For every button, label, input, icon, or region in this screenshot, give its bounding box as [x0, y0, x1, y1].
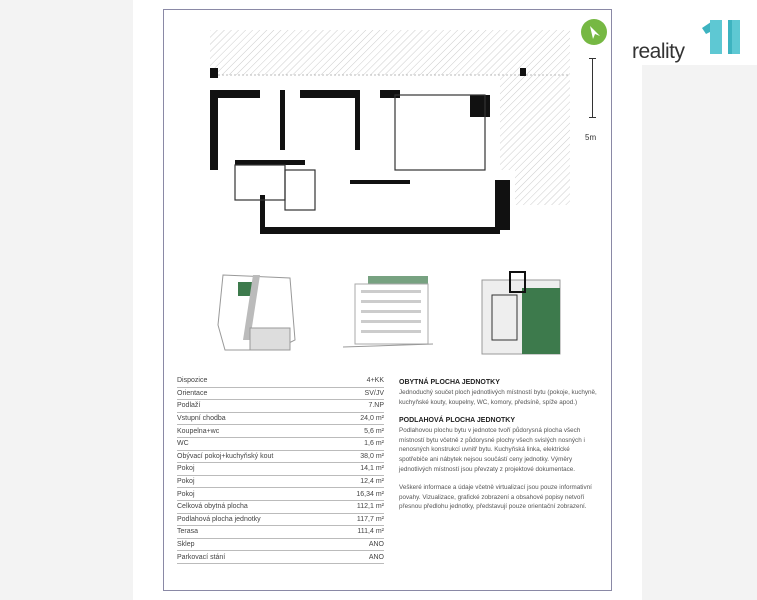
row-label: Pokoj [177, 487, 338, 501]
document-frame [163, 9, 612, 591]
row-label: Parkovací stání [177, 550, 338, 564]
row-value: ANO [337, 550, 384, 564]
row-value: 16,34 m² [337, 487, 384, 501]
scale-label: 5m [585, 133, 597, 142]
row-value: 7.NP [337, 399, 384, 413]
row-label: Pokoj [177, 462, 338, 476]
row-label: Podlaží [177, 399, 338, 413]
scale-bar [589, 58, 596, 118]
reality11-logo[interactable]: reality [620, 0, 757, 65]
building-elevation-thumbnail [343, 276, 433, 348]
logo-text: reality [632, 40, 685, 63]
row-label: Sklep [177, 538, 338, 552]
row-value: 111,4 m² [337, 525, 384, 539]
info-text-floor-area: Podlahovou plochu bytu v jednotce tvoří … [399, 427, 585, 473]
row-value: 24,0 m² [337, 412, 384, 426]
row-label: WC [177, 437, 338, 451]
row-label: Vstupní chodba [177, 412, 338, 426]
row-value: SV/JV [337, 387, 384, 401]
row-label: Orientace [177, 387, 338, 401]
row-value: 5,6 m² [337, 424, 384, 438]
logo-11-icon [702, 20, 740, 54]
north-arrow-icon [581, 19, 607, 45]
info-text-living-area: Jednoduchý součet ploch jednotlivých mís… [399, 389, 597, 406]
building-site-thumbnail [217, 274, 296, 351]
row-label: Obývací pokoj+kuchyňský kout [177, 450, 338, 464]
info-heading-living-area: OBYTNÁ PLOCHA JEDNOTKY [399, 379, 500, 386]
row-value: 4+KK [337, 375, 384, 388]
row-label: Terasa [177, 525, 338, 539]
info-heading-floor-area: PODLAHOVÁ PLOCHA JEDNOTKY [399, 417, 516, 425]
floor-location-thumbnail [481, 271, 561, 355]
info-section: OBYTNÁ PLOCHA JEDNOTKY Jednoduchý součet… [399, 378, 599, 521]
row-label: Pokoj [177, 475, 338, 489]
row-value: 12,4 m² [337, 475, 384, 489]
floor-plan [210, 30, 570, 234]
row-value: ANO [337, 538, 384, 552]
row-value: 14,1 m² [337, 462, 384, 476]
row-label: Dispozice [177, 375, 338, 388]
info-text-disclaimer: Veškeré informace a údaje včetně virtual… [399, 484, 592, 511]
row-value: 1,6 m² [337, 437, 384, 451]
row-value: 117,7 m² [337, 513, 384, 527]
row-label: Koupelna+wc [177, 424, 338, 438]
row-label: Celková obytná plocha [177, 500, 338, 514]
row-value: 38,0 m² [337, 450, 384, 464]
row-value: 112,1 m² [337, 500, 384, 514]
row-label: Podlahová plocha jednotky [177, 513, 338, 527]
